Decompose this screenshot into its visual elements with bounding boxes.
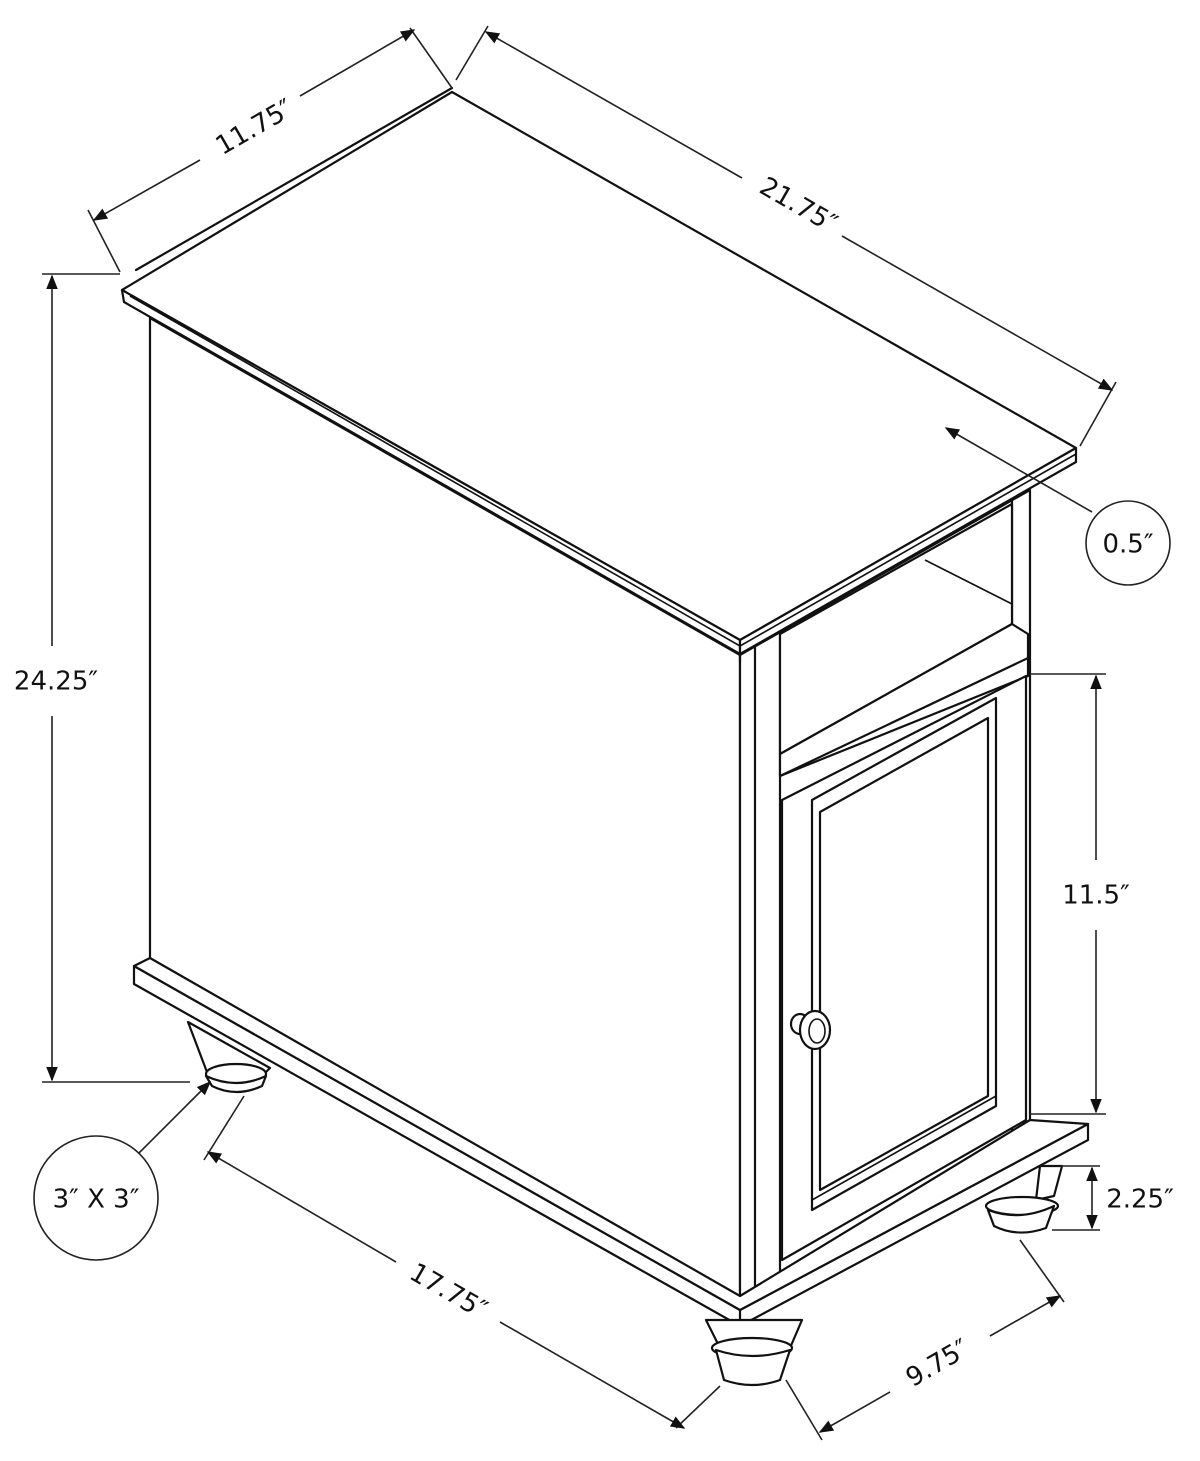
label-top-thickness: 0.5″: [1102, 530, 1153, 560]
shelf-rail: [778, 622, 1030, 778]
end-table-drawing: [120, 86, 1090, 1387]
label-door-height: 11.5″: [1062, 881, 1130, 911]
foot-front-corner: [704, 1318, 804, 1387]
label-base-depth: 9.75″: [901, 1334, 975, 1394]
label-top-depth: 11.75″: [211, 93, 299, 161]
dimension-door-height: 11.5″: [1030, 673, 1130, 1115]
label-base-length: 17.75″: [404, 1258, 492, 1326]
door-knob-icon: [789, 1009, 832, 1051]
dimension-leg-height: 2.25″: [1052, 1165, 1174, 1231]
label-leg-size: 3″ X 3″: [53, 1185, 140, 1215]
foot-front-right: [984, 1164, 1064, 1234]
dimension-leg-size: 3″ X 3″: [33, 1080, 212, 1261]
label-overall-height: 24.25″: [14, 667, 98, 697]
tabletop: [120, 86, 1078, 664]
door-panel-inner: [818, 716, 990, 1192]
label-top-width: 21.75″: [754, 172, 842, 240]
label-leg-height: 2.25″: [1106, 1185, 1174, 1215]
callout-circle: [33, 1135, 159, 1261]
dimension-top-thickness: 0.5″: [944, 427, 1171, 586]
dimension-overall-height: 24.25″: [14, 273, 190, 1083]
callout-circle: [1085, 500, 1171, 586]
foot-back-left: [186, 1020, 272, 1094]
